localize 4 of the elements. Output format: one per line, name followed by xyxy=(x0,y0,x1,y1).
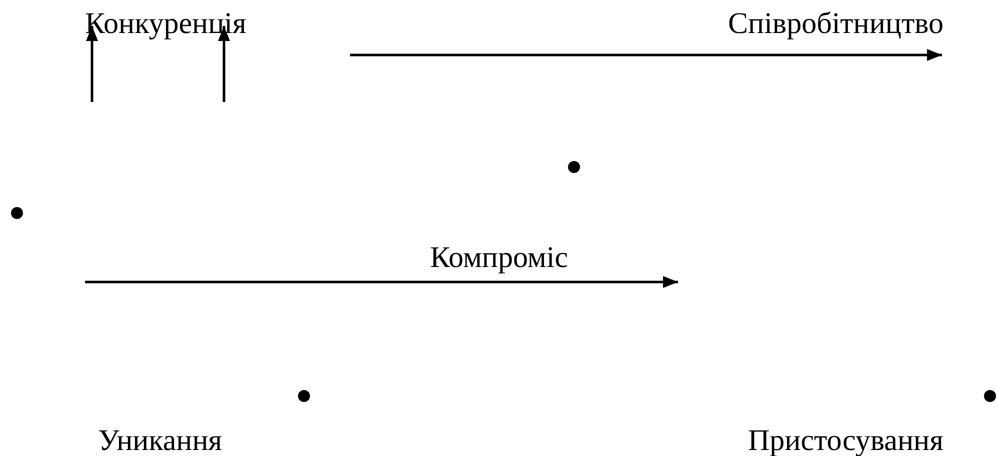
term-label: Співробітництво xyxy=(728,8,944,40)
term-label: Конкуренція xyxy=(85,8,246,40)
term-label: Компроміс xyxy=(430,242,568,274)
term-label: Уникання xyxy=(98,425,222,456)
